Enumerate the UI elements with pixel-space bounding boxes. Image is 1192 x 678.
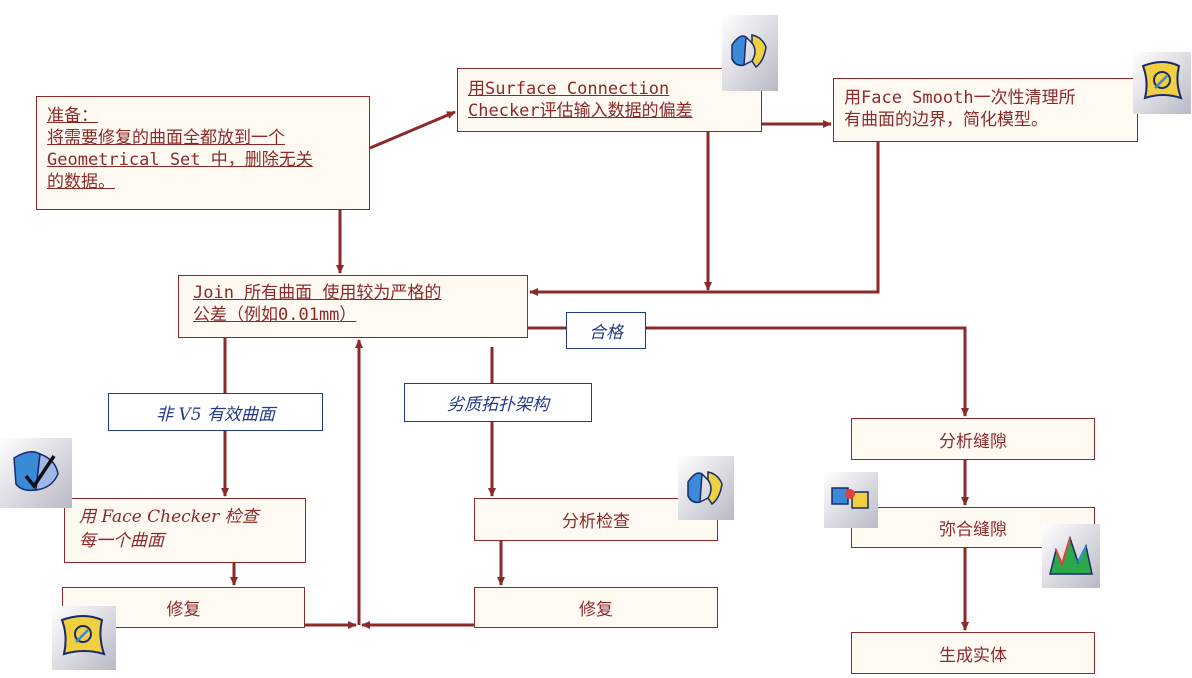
surface-connection-checker-icon xyxy=(722,15,778,91)
surface-connection-check-text: 用Surface Connection Checker评估输入数据的偏差 xyxy=(468,79,693,121)
bad-topology-label: 劣质拓扑架构 xyxy=(404,383,592,422)
analyze-gap-text: 分析缝隙 xyxy=(939,431,1007,452)
face-checker-box: 用 Face Checker 检查 每一个曲面 xyxy=(64,498,306,563)
face-smooth-text: 用Face Smooth一次性清理所 有曲面的边界，简化模型。 xyxy=(844,88,1076,130)
pass-text: 合格 xyxy=(589,323,623,343)
analyze-check-text: 分析检查 xyxy=(562,512,630,532)
pass-label: 合格 xyxy=(566,312,646,349)
bad-topology-text: 劣质拓扑架构 xyxy=(447,395,549,415)
create-solid-box: 生成实体 xyxy=(851,632,1095,674)
arrow-face-smooth-to-join xyxy=(529,142,880,296)
repair-mid-box: 修复 xyxy=(474,587,718,628)
repair-left-text: 修复 xyxy=(166,600,201,620)
non-v5-label: 非 V5 有效曲面 xyxy=(108,393,323,431)
join-box: Join 所有曲面 使用较为严格的 公差（例如0.01mm） xyxy=(178,275,528,338)
arrow-prepare-to-surface-check xyxy=(369,110,456,150)
face-smooth-box: 用Face Smooth一次性清理所 有曲面的边界，简化模型。 xyxy=(833,78,1138,142)
gap-analysis-icon xyxy=(824,472,878,528)
analyze-check-box: 分析检查 xyxy=(474,498,718,541)
non-v5-text: 非 V5 有效曲面 xyxy=(156,404,275,425)
analysis-check-icon xyxy=(678,456,734,520)
prepare-box: 准备： 将需要修复的曲面全都放到一个 Geometrical Set 中，删除无… xyxy=(36,96,370,210)
gap-healing-icon xyxy=(1042,524,1100,588)
repair-icon xyxy=(52,606,116,670)
arrow-pass-to-analyze-gap xyxy=(646,326,969,417)
face-checker-icon xyxy=(0,438,72,508)
face-checker-text: 用 Face Checker 检查 每一个曲面 xyxy=(79,507,259,551)
face-smooth-icon xyxy=(1133,52,1191,114)
join-text: Join 所有曲面 使用较为严格的 公差（例如0.01mm） xyxy=(193,283,442,325)
analyze-gap-box: 分析缝隙 xyxy=(851,418,1095,460)
prepare-text: 准备： 将需要修复的曲面全都放到一个 Geometrical Set 中，删除无… xyxy=(47,106,313,192)
close-gap-text: 弥合缝隙 xyxy=(939,520,1007,540)
repair-mid-text: 修复 xyxy=(579,600,613,620)
create-solid-text: 生成实体 xyxy=(939,645,1007,666)
surface-connection-check-box: 用Surface Connection Checker评估输入数据的偏差 xyxy=(457,68,762,132)
